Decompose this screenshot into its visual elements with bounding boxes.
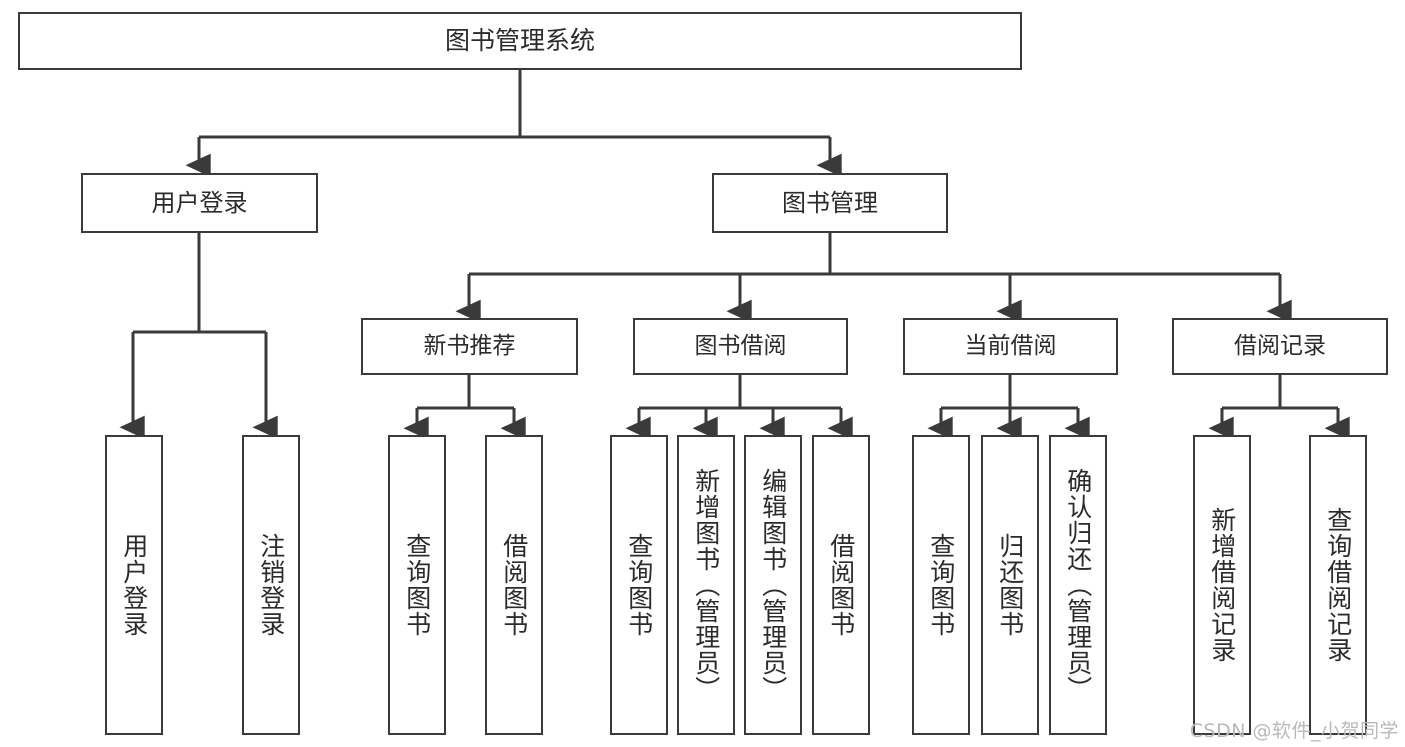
node-label: 编辑图书（管理员）: [758, 468, 788, 702]
node-current-borrow[interactable]: 当前借阅: [903, 318, 1118, 375]
node-label: 新增图书（管理员）: [691, 468, 721, 702]
node-label: 借阅图书: [499, 533, 529, 637]
node-label: 用户登录: [151, 188, 248, 217]
leaf-borrow-query-book[interactable]: 查询图书: [610, 435, 668, 735]
node-label: 新增借阅记录: [1207, 507, 1237, 663]
node-new-book-recommend[interactable]: 新书推荐: [361, 318, 578, 375]
node-label: 确认归还（管理员）: [1063, 468, 1093, 702]
leaf-record-add-record[interactable]: 新增借阅记录: [1193, 435, 1251, 735]
node-label: 当前借阅: [964, 332, 1057, 359]
node-label: 查询图书: [926, 533, 956, 637]
leaf-current-confirm-return-admin[interactable]: 确认归还（管理员）: [1049, 435, 1107, 735]
node-label: 用户登录: [119, 533, 149, 637]
watermark-text: CSDN @软件_小贺同学: [1189, 720, 1399, 742]
node-label: 借阅图书: [826, 533, 856, 637]
leaf-current-return-book[interactable]: 归还图书: [981, 435, 1039, 735]
node-label: 查询图书: [402, 533, 432, 637]
node-label: 图书借阅: [694, 332, 787, 359]
leaf-user-login-login[interactable]: 用户登录: [105, 435, 163, 735]
node-label: 查询借阅记录: [1323, 507, 1353, 663]
leaf-borrow-add-book-admin[interactable]: 新增图书（管理员）: [677, 435, 735, 735]
node-label: 查询图书: [624, 533, 654, 637]
node-label: 图书管理系统: [444, 26, 595, 56]
leaf-recommend-query-book[interactable]: 查询图书: [388, 435, 446, 735]
node-label: 归还图书: [995, 533, 1025, 637]
node-user-login[interactable]: 用户登录: [81, 173, 318, 233]
leaf-borrow-borrow-book[interactable]: 借阅图书: [812, 435, 870, 735]
node-root-system[interactable]: 图书管理系统: [18, 12, 1022, 70]
leaf-borrow-edit-book-admin[interactable]: 编辑图书（管理员）: [744, 435, 802, 735]
node-label: 图书管理: [782, 188, 878, 217]
node-borrow-record[interactable]: 借阅记录: [1172, 318, 1388, 375]
leaf-record-query-record[interactable]: 查询借阅记录: [1309, 435, 1367, 735]
node-label: 新书推荐: [423, 332, 516, 359]
leaf-current-query-book[interactable]: 查询图书: [912, 435, 970, 735]
node-label: 注销登录: [256, 533, 286, 637]
leaf-recommend-borrow-book[interactable]: 借阅图书: [485, 435, 543, 735]
node-book-management[interactable]: 图书管理: [712, 173, 948, 233]
leaf-user-login-logout[interactable]: 注销登录: [242, 435, 300, 735]
node-label: 借阅记录: [1234, 332, 1326, 359]
node-book-borrow[interactable]: 图书借阅: [633, 318, 848, 375]
